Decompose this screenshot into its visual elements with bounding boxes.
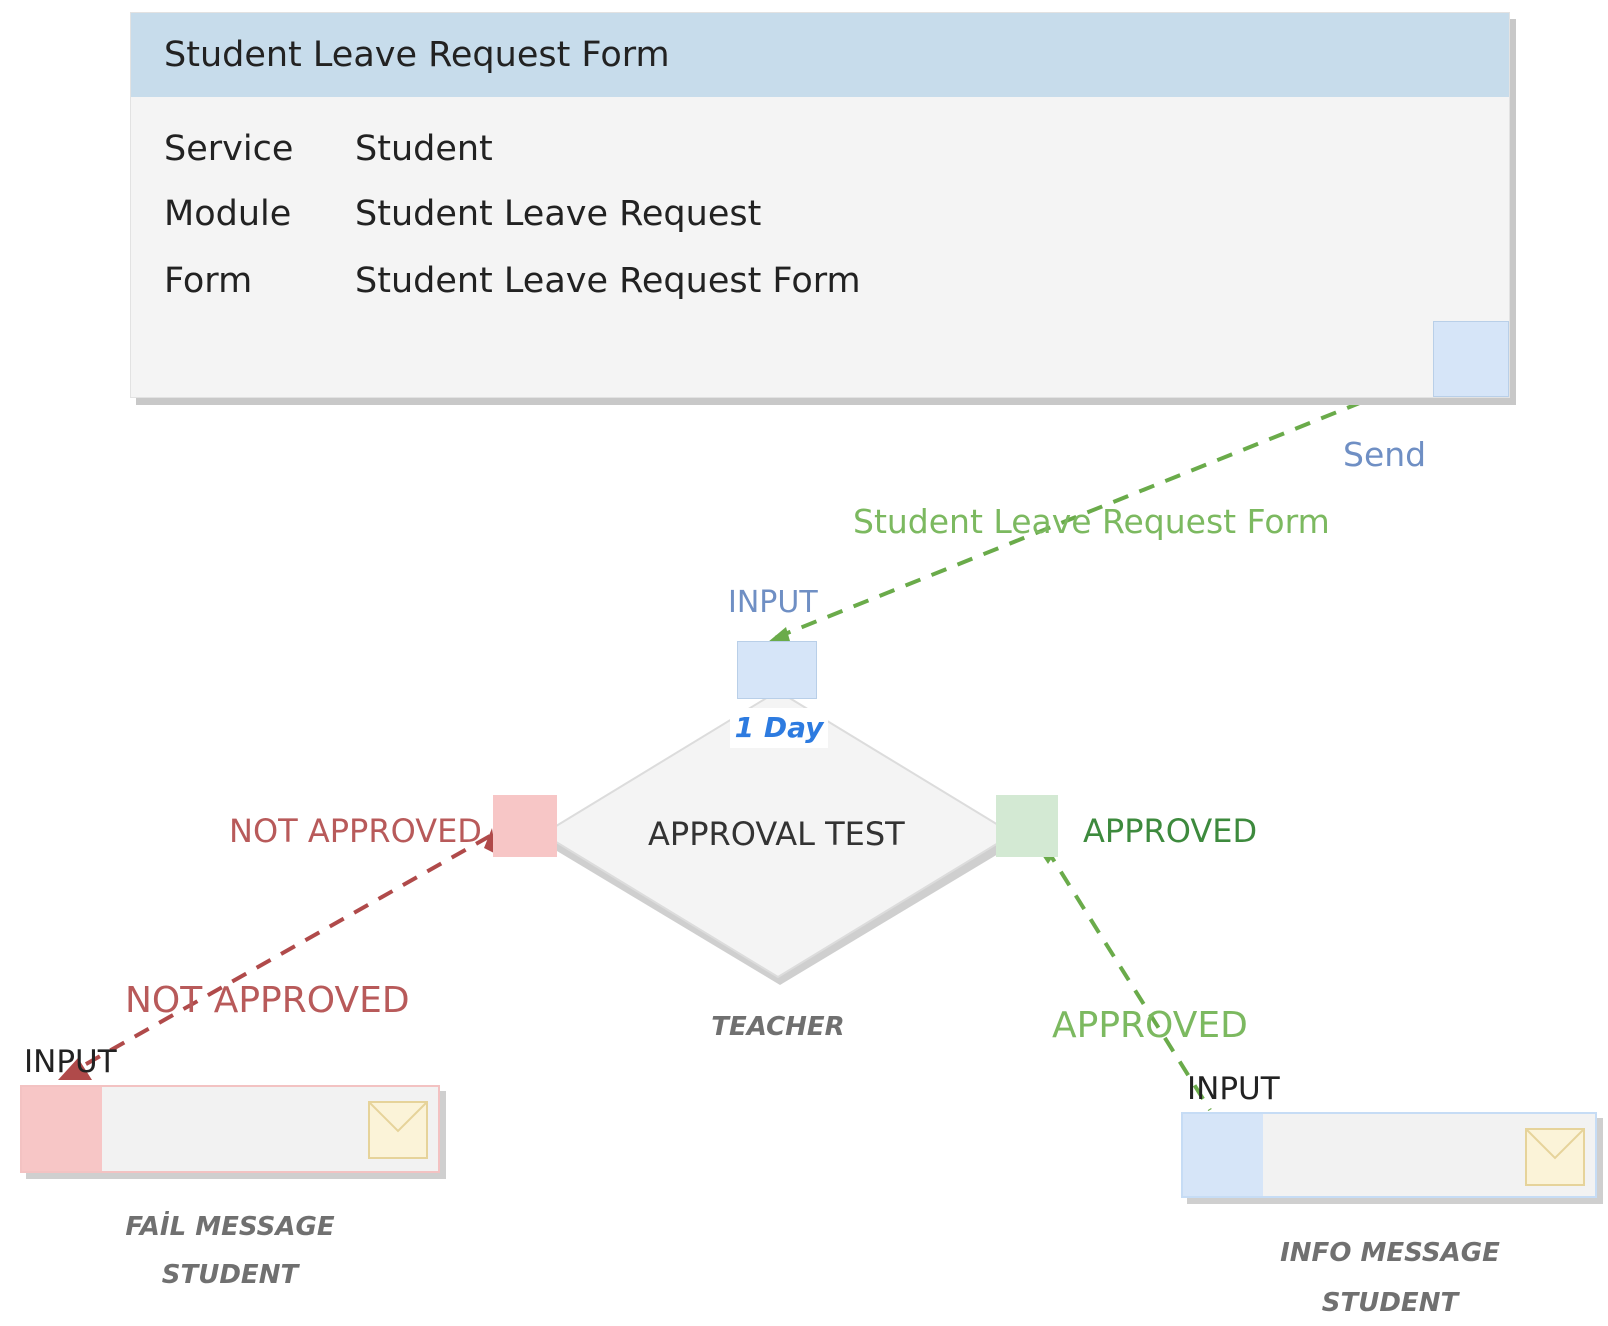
decision-role: TEACHER [711,1012,845,1042]
info-message-input-port[interactable] [1183,1114,1263,1196]
send-edge-label: Send [1343,435,1427,474]
info-message-node[interactable] [1181,1112,1597,1198]
fail-message-node[interactable] [20,1085,440,1173]
service-label: Service [164,129,294,169]
form-value: Student Leave Request Form [355,261,861,301]
form-edge-label: Student Leave Request Form [853,502,1330,541]
envelope-icon [1525,1128,1585,1186]
module-label: Module [164,194,292,234]
fail-message-caption-line1: FAİL MESSAGE [125,1212,335,1242]
form-node-title: Student Leave Request Form [164,35,670,75]
fail-message-input-port[interactable] [22,1087,102,1171]
service-value: Student [355,129,493,169]
fail-message-input-label: INPUT [24,1044,117,1080]
form-node-header: Student Leave Request Form [131,13,1509,97]
envelope-icon [368,1101,428,1159]
form-to-approval-arrowhead [768,627,790,642]
not-approved-port-label: NOT APPROVED [229,812,482,850]
form-to-approval-edge[interactable] [769,400,1363,642]
info-message-input-label: INPUT [1187,1071,1280,1107]
not-approved-port[interactable] [493,795,557,857]
form-label: Form [164,261,253,301]
not-approved-arrowhead [58,1058,92,1080]
decision-title: APPROVAL TEST [648,815,905,853]
info-message-caption-line2: STUDENT [1321,1288,1459,1318]
duration-badge: 1 Day [730,708,828,748]
decision-diamond[interactable] [541,689,1015,979]
approved-port-label: APPROVED [1083,812,1258,850]
approved-edge[interactable] [1044,846,1212,1112]
module-value: Student Leave Request [355,194,762,234]
decision-input-port[interactable] [737,641,817,699]
not-approved-edge[interactable] [71,834,491,1074]
form-node[interactable]: Student Leave Request Form Service Stude… [130,12,1510,398]
decision-input-label: INPUT [728,585,818,620]
info-message-caption-line1: INFO MESSAGE [1280,1238,1500,1268]
approved-port[interactable] [996,795,1058,857]
fail-message-caption-line2: STUDENT [161,1260,299,1290]
not-approved-edge-label: NOT APPROVED [125,980,410,1021]
send-output-port[interactable] [1433,321,1509,397]
approved-edge-label: APPROVED [1052,1005,1248,1046]
